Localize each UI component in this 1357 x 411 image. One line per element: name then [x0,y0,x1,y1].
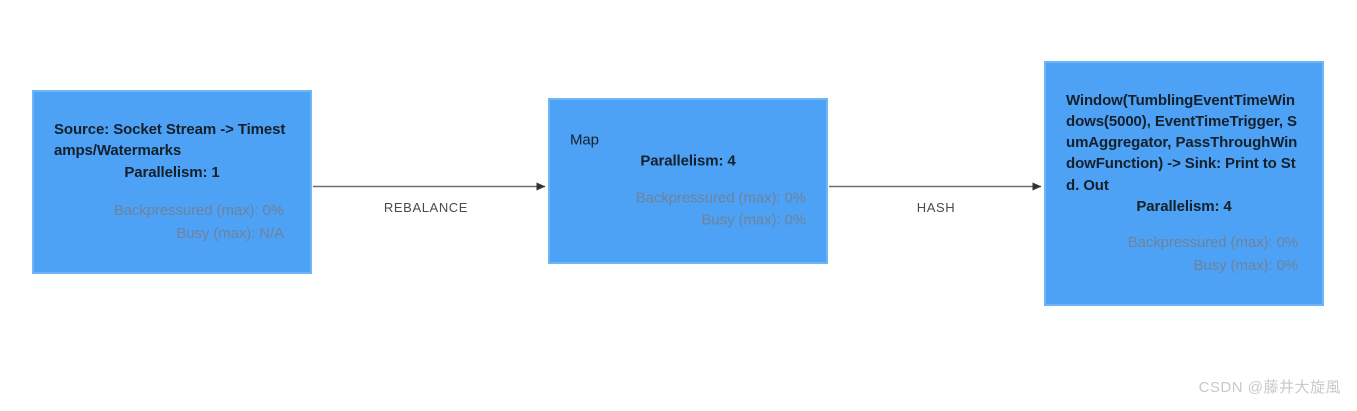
node-source-metrics: Backpressured (max): 0% Busy (max): N/A [54,200,290,245]
edge-label-hash: HASH [916,200,956,215]
node-map-title: Map [570,131,599,149]
node-source[interactable]: Source: Socket Stream -> Timestamps/Wate… [32,90,312,274]
node-window-sink-metric-backpressured: Backpressured (max): 0% [1127,234,1298,252]
node-window-sink-parallelism: Parallelism: 4 [1136,197,1232,215]
node-map-parallelism: Parallelism: 4 [640,152,736,170]
node-window-sink-title: Window(TumblingEventTimeWindows(5000), E… [1066,91,1298,194]
node-map-metric-busy: Busy (max): 0% [701,211,807,229]
node-map-content: Map Parallelism: 4 Backpressured (max): … [550,130,826,233]
node-window-sink-content: Window(TumblingEventTimeWindows(5000), E… [1046,90,1322,278]
node-map[interactable]: Map Parallelism: 4 Backpressured (max): … [548,98,828,264]
edge-label-rebalance: REBALANCE [383,200,469,215]
node-map-metric-backpressured: Backpressured (max): 0% [635,189,806,207]
node-source-metric-backpressured: Backpressured (max): 0% [113,202,284,220]
node-source-content: Source: Socket Stream -> Timestamps/Wate… [34,119,310,245]
node-window-sink[interactable]: Window(TumblingEventTimeWindows(5000), E… [1044,61,1324,306]
node-source-metric-busy: Busy (max): N/A [176,224,284,242]
node-window-sink-metrics: Backpressured (max): 0% Busy (max): 0% [1066,232,1302,277]
node-source-parallelism: Parallelism: 1 [124,163,220,181]
node-window-sink-metric-busy: Busy (max): 0% [1193,256,1299,274]
node-source-title: Source: Socket Stream -> Timestamps/Wate… [54,120,286,160]
node-map-metrics: Backpressured (max): 0% Busy (max): 0% [570,187,806,232]
watermark-text: CSDN @藤井大旋風 [1198,379,1341,396]
